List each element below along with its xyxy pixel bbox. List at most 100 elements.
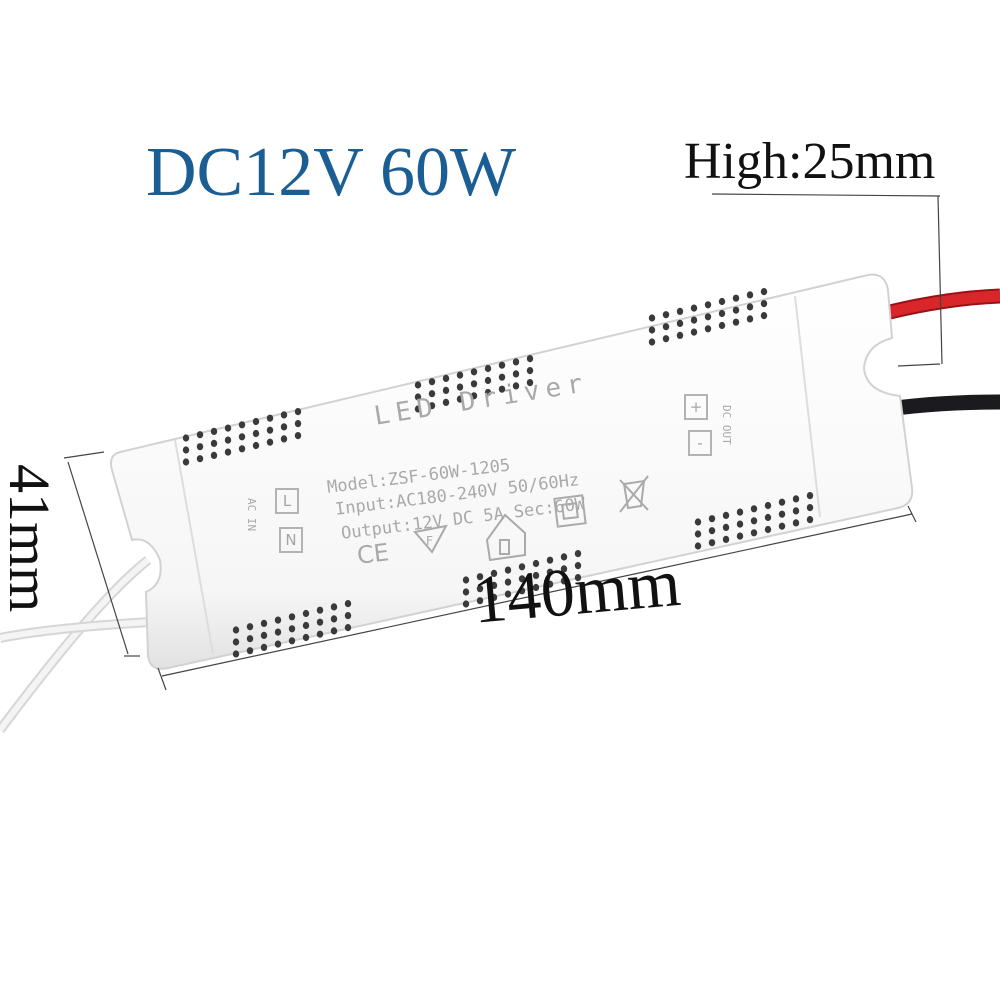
vent-hole: [532, 583, 540, 592]
vent-hole: [546, 580, 554, 588]
vent-hole: [210, 427, 218, 435]
vent-hole: [484, 364, 492, 373]
vent-hole: [260, 631, 268, 640]
vent-hole: [442, 374, 450, 382]
vent-hole: [274, 640, 282, 648]
vent-hole: [280, 411, 288, 419]
vent-hole: [462, 600, 470, 608]
vent-hole: [414, 393, 422, 401]
vent-hole: [456, 371, 464, 379]
vent-hole: [694, 518, 702, 526]
vent-hole: [718, 297, 726, 306]
vent-hole: [690, 328, 698, 336]
vent-hole: [442, 398, 450, 406]
vent-hole: [574, 562, 582, 570]
vent-hole: [232, 650, 240, 658]
vent-hole: [210, 439, 218, 447]
vent-hole: [266, 414, 274, 422]
vent-hole: [330, 627, 338, 635]
vent-hole: [704, 301, 712, 309]
vent-hole: [746, 291, 754, 299]
vent-hole: [648, 338, 656, 346]
vent-hole: [532, 559, 540, 568]
vent-hole: [690, 316, 698, 324]
vent-hole: [344, 612, 352, 620]
vent-hole: [718, 309, 726, 318]
height-dimension-label: High:25mm: [684, 133, 936, 190]
vent-hole: [428, 402, 436, 410]
vent-hole: [246, 647, 254, 655]
vent-hole: [414, 381, 422, 389]
vent-hole: [182, 434, 190, 442]
vent-hole: [722, 535, 730, 544]
vent-hole: [490, 569, 498, 578]
vent-hole: [302, 609, 310, 618]
vent-hole: [260, 643, 268, 652]
vent-hole: [210, 451, 218, 459]
terminal-minus: -: [688, 430, 712, 456]
vent-hole: [274, 628, 282, 636]
vent-hole: [676, 331, 684, 339]
vent-hole: [344, 600, 352, 608]
vent-hole: [224, 424, 232, 432]
vent-hole: [498, 361, 506, 369]
vent-hole: [694, 530, 702, 538]
terminal-plus: +: [684, 394, 708, 420]
vent-hole: [462, 588, 470, 596]
vent-hole: [778, 510, 786, 518]
vent-hole: [294, 420, 302, 428]
vent-hole: [512, 382, 520, 390]
terminal-l: L: [275, 488, 299, 514]
vent-hole: [736, 532, 744, 540]
vent-hole: [690, 304, 698, 312]
vent-hole: [246, 635, 254, 643]
dimension-lines: [63, 193, 943, 691]
vent-hole: [344, 624, 352, 632]
vent-hole: [512, 370, 520, 378]
vent-hole: [532, 571, 540, 580]
vent-hole: [196, 455, 204, 463]
vent-hole: [238, 421, 246, 429]
vent-hole: [694, 542, 702, 550]
vent-hole: [504, 578, 512, 586]
vent-hole: [476, 573, 484, 581]
vent-hole: [518, 587, 526, 595]
vent-hole: [662, 311, 670, 319]
vent-hole: [708, 539, 716, 547]
vent-hole: [746, 303, 754, 311]
vent-hole: [704, 313, 712, 321]
vent-hole: [546, 556, 554, 564]
vent-hole: [316, 630, 324, 638]
vent-hole: [792, 519, 800, 527]
vent-hole: [288, 637, 296, 645]
vent-hole: [560, 577, 568, 585]
vent-hole: [238, 433, 246, 441]
svg-text:F: F: [426, 534, 433, 548]
vent-hole: [260, 619, 268, 628]
vent-hole: [722, 523, 730, 532]
vent-hole: [456, 383, 464, 391]
ce-mark-icon: CE: [355, 538, 391, 570]
vent-hole: [476, 585, 484, 593]
vent-hole: [232, 626, 240, 634]
vent-hole: [560, 553, 568, 561]
vent-hole: [722, 511, 730, 519]
vent-hole: [316, 606, 324, 614]
vent-hole: [266, 426, 274, 434]
vent-hole: [778, 522, 786, 530]
vent-hole: [470, 392, 478, 400]
vent-hole: [736, 520, 744, 528]
vent-hole: [518, 563, 526, 571]
vent-hole: [746, 315, 754, 323]
product-headline: DC12V 60W: [146, 134, 517, 211]
vent-hole: [224, 436, 232, 444]
vent-hole: [760, 312, 768, 320]
vent-hole: [224, 448, 232, 456]
vent-hole: [574, 574, 582, 582]
vent-hole: [470, 368, 478, 376]
ac-in-label: AC IN: [245, 498, 258, 532]
vent-hole: [792, 495, 800, 503]
double-insulation-icon: [553, 494, 587, 528]
vent-hole: [196, 431, 204, 439]
dc-out-label: DC OUT: [720, 405, 733, 445]
